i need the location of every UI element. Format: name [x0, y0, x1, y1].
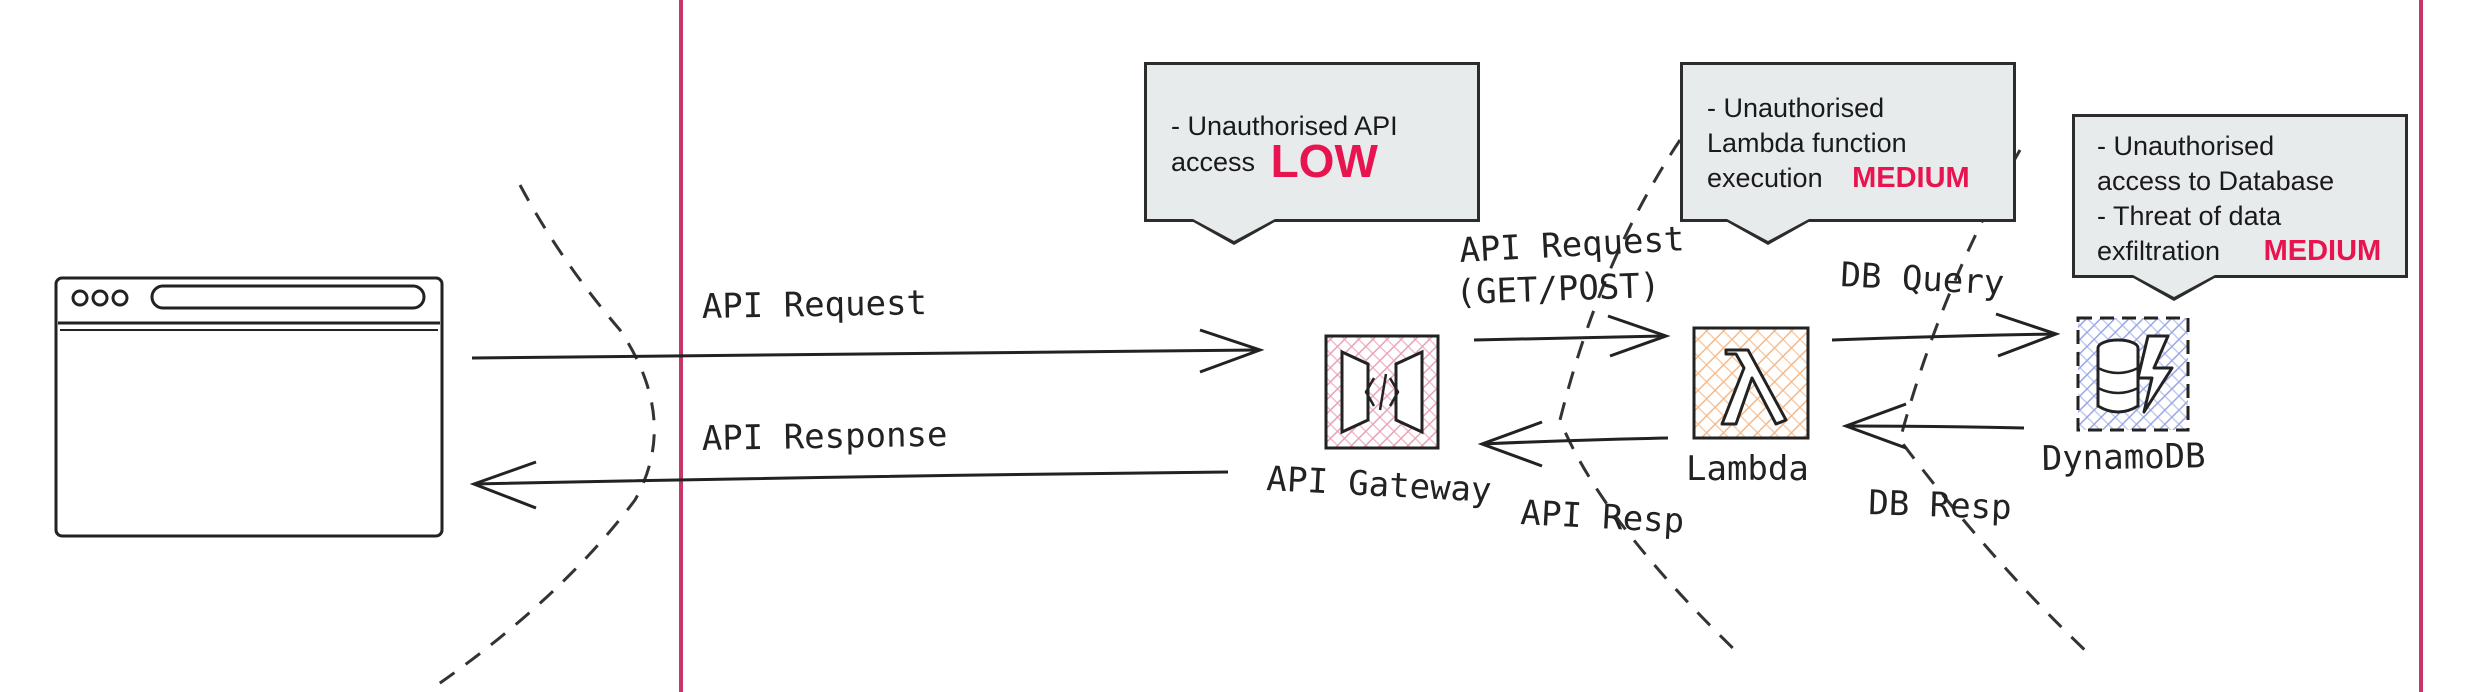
arrow-gateway-to-lambda [1473, 314, 1671, 358]
trust-boundary-lambda [1898, 149, 2092, 657]
threat-note-db-line4: exfiltration [2097, 236, 2221, 266]
severity-badge-medium-db: MEDIUM [2263, 235, 2382, 267]
threat-note-lambda-line1: - Unauthorised [1707, 93, 1885, 123]
label-api-request: API Request [701, 283, 927, 327]
threat-note-db-line4-wrap: exfiltration MEDIUM [2097, 234, 2405, 269]
arrow-db-query [1831, 312, 2061, 358]
arrow-db-resp [1841, 402, 2025, 450]
label-db-resp: DB Resp [1868, 483, 2013, 528]
threat-note-db-tail-fill [2133, 275, 2215, 297]
trust-boundary-browser [429, 184, 656, 692]
label-gw-request-line2: (GET/POST) [1455, 266, 1661, 313]
threat-note-lambda-line2: Lambda function [1707, 128, 1907, 158]
label-api-gateway: API Gateway [1266, 459, 1493, 511]
arrow-api-response [469, 460, 1229, 510]
threat-note-db-line1: - Unauthorised [2097, 131, 2275, 161]
trust-boundary-gateway [1558, 139, 1742, 657]
threat-note-api-tail-fill [1193, 219, 1275, 241]
threat-note-lambda-tail-fill [1727, 219, 1809, 241]
api-gateway-icon [1324, 334, 1440, 450]
arrow-lambda-to-gateway [1477, 420, 1669, 468]
label-lambda: Lambda [1686, 449, 1809, 489]
threat-note-api-line2: access [1171, 147, 1256, 177]
label-dynamodb: DynamoDB [2041, 436, 2205, 479]
lambda-icon [1692, 326, 1810, 440]
label-gw-request-line1: API Request [1458, 219, 1685, 271]
dynamodb-icon [2076, 316, 2190, 432]
threat-note-db-line2: access to Database [2097, 166, 2335, 196]
arrow-api-request [471, 328, 1265, 374]
severity-badge-medium-lambda: MEDIUM [1852, 162, 1970, 194]
threat-note-db: - Unauthorised access to Database - Thre… [2072, 114, 2408, 278]
threat-note-lambda: - Unauthorised Lambda function execution… [1680, 62, 2016, 222]
threat-note-lambda-line3-wrap: execution MEDIUM [1707, 161, 2013, 196]
threat-note-db-line3: - Threat of data [2097, 201, 2282, 231]
label-api-response: API Response [701, 415, 947, 459]
threat-note-api: - Unauthorised API access LOW [1144, 62, 1480, 222]
browser-window-icon [54, 276, 444, 538]
severity-badge-low: LOW [1270, 135, 1378, 187]
threat-note-api-line2-wrap: access LOW [1171, 138, 1477, 184]
label-api-resp: API Resp [1520, 493, 1686, 542]
threat-note-lambda-line3: execution [1707, 163, 1823, 193]
threat-note-api-line1: - Unauthorised API [1171, 111, 1398, 141]
label-db-query: DB Query [1840, 255, 2006, 304]
